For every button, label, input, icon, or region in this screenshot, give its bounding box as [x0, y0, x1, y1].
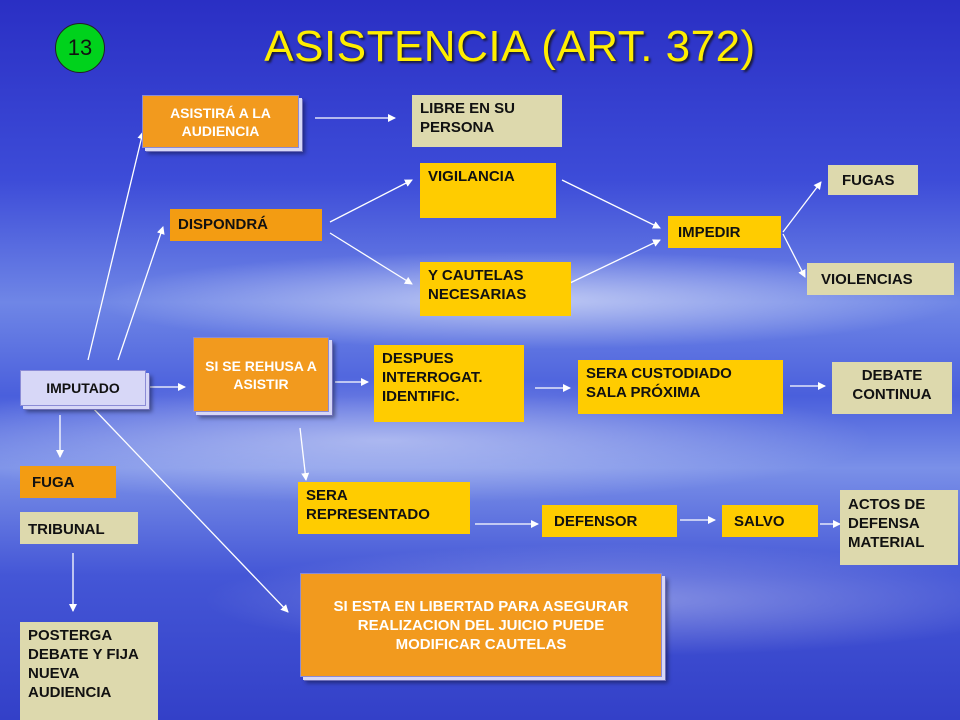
node-violencias: VIOLENCIAS — [807, 263, 954, 295]
node-despues: DESPUES INTERROGAT. IDENTIFIC. — [374, 345, 524, 422]
arrow-dispondra-vigilancia — [329, 179, 413, 223]
arrow-impedir-fugas — [782, 181, 822, 233]
node-vigilancia: VIGILANCIA — [420, 163, 556, 218]
node-asistira: ASISTIRÁ A LA AUDIENCIA — [142, 95, 299, 148]
node-fuga: FUGA — [20, 466, 116, 498]
arrow-cautelas-impedir — [569, 239, 661, 284]
slide-title: ASISTENCIA (ART. 372) — [264, 22, 756, 71]
arrow-vigilancia-impedir — [561, 179, 661, 229]
node-debate: DEBATE CONTINUA — [832, 362, 952, 414]
node-representado: SERA REPRESENTADO — [298, 482, 470, 534]
node-libertad: SI ESTA EN LIBERTAD PARA ASEGURAR REALIZ… — [300, 573, 662, 677]
node-actos: ACTOS DE DEFENSA MATERIAL — [840, 490, 958, 565]
node-libre: LIBRE EN SU PERSONA — [412, 95, 562, 147]
node-cautelas: Y CAUTELAS NECESARIAS — [420, 262, 571, 316]
slide-number-badge: 13 — [55, 23, 105, 73]
node-posterga: POSTERGA DEBATE Y FIJA NUEVA AUDIENCIA — [20, 622, 158, 720]
node-impedir: IMPEDIR — [668, 216, 781, 248]
arrow-impedir-violencias — [782, 233, 806, 278]
node-dispondra: DISPONDRÁ — [170, 209, 322, 241]
arrow-dispondra-cautelas — [329, 232, 413, 285]
node-custodiado: SERA CUSTODIADO SALA PRÓXIMA — [578, 360, 783, 414]
node-fugas: FUGAS — [828, 165, 918, 195]
arrow-imputado-dispondra — [117, 226, 165, 361]
node-tribunal: TRIBUNAL — [20, 512, 138, 544]
node-rehusa: SI SE REHUSA A ASISTIR — [193, 337, 329, 412]
node-imputado: IMPUTADO — [20, 370, 146, 406]
node-defensor: DEFENSOR — [542, 505, 677, 537]
arrow-rehusa-representado — [299, 427, 310, 481]
arrow-imputado-libertad — [89, 404, 289, 613]
arrow-imputado-asistira — [87, 131, 146, 361]
node-salvo: SALVO — [722, 505, 818, 537]
